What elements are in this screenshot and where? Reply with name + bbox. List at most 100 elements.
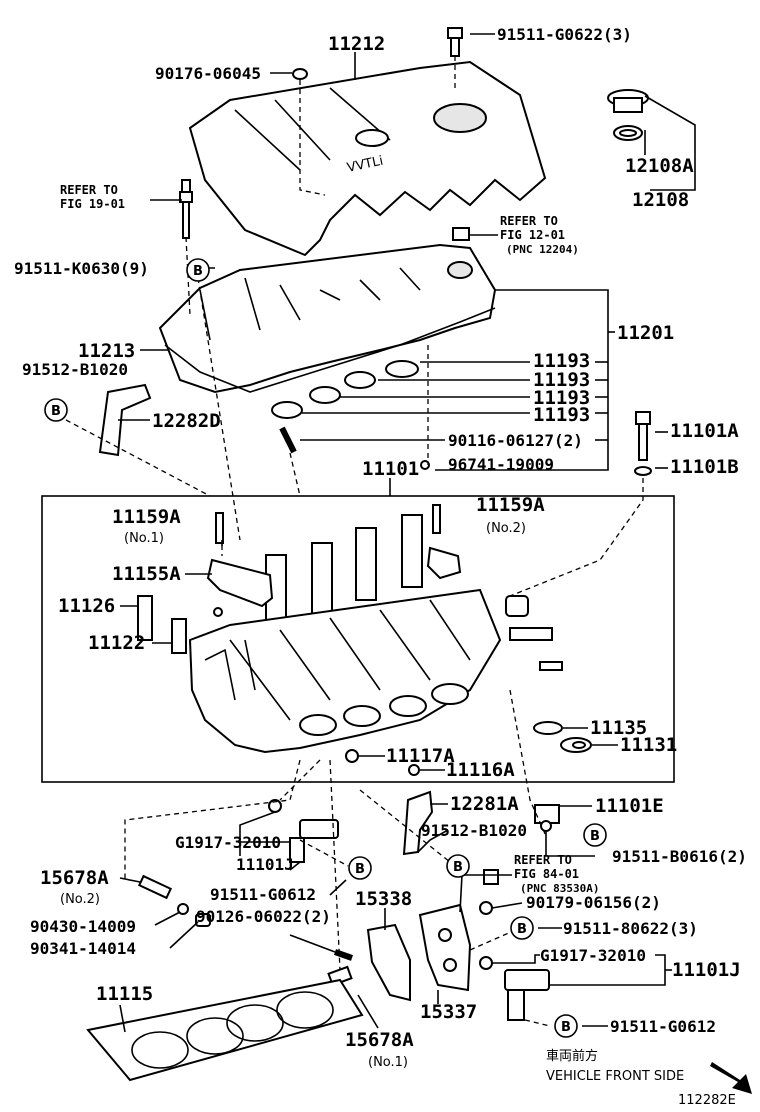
sensor-15678A-no2-icon	[137, 874, 173, 900]
stud-90179-icon	[479, 901, 493, 915]
cylinder-head-subassembly-frame	[41, 495, 675, 783]
o-ring-96741-icon	[420, 460, 430, 470]
label-15338: 15338	[355, 888, 412, 910]
label-fig-code: 112282E	[678, 1093, 736, 1108]
circle-b-2: B	[51, 404, 61, 419]
label-11193-d: 11193	[533, 404, 590, 426]
label-no1-a: (No.1)	[124, 531, 164, 546]
bracket-12281A-icon	[402, 790, 434, 856]
circle-b-6: B	[517, 922, 527, 937]
label-90179-06156: 90179-06156(2)	[526, 893, 661, 912]
vehicle-front-arrow-icon	[710, 1062, 752, 1094]
cylinder-head-cover-11212: VVTLi	[188, 60, 547, 257]
circle-b-3: B	[590, 829, 600, 844]
label-11201: 11201	[617, 322, 674, 344]
label-15337: 15337	[420, 1001, 477, 1023]
label-11131: 11131	[620, 734, 677, 756]
cylinder-head-body	[188, 588, 502, 754]
part-number-labels: 11212 91511-G0622(3) 90176-06045 12108A …	[14, 25, 747, 1108]
label-11135: 11135	[590, 717, 647, 739]
cylinder-head-cover-11201	[158, 227, 497, 394]
bolt-11159A-no1-icon	[215, 512, 224, 544]
label-96741-19009: 96741-19009	[448, 455, 554, 474]
oil-pipe-icon	[509, 627, 553, 641]
spark-plug-tubes	[265, 514, 423, 626]
label-11193-c: 11193	[533, 387, 590, 409]
label-91511-G0612-right: 91511-G0612	[610, 1017, 716, 1036]
label-91512-B1020-bottom: 91512-B1020	[421, 821, 527, 840]
stud-refer-fig19-icon	[179, 179, 193, 239]
label-90430-14009: 90430-14009	[30, 917, 136, 936]
label-front-jp: 車両前方	[546, 1048, 598, 1064]
bearing-cap-no2-icon	[426, 546, 462, 580]
plug-90341-icon	[195, 913, 211, 927]
pin-icon	[539, 661, 563, 671]
label-11212: 11212	[328, 33, 385, 55]
nut-90176-icon	[292, 68, 308, 160]
label-11159A-no1: 11159A	[112, 506, 181, 528]
label-no2-b: (No.2)	[60, 892, 100, 907]
gasket-15338-icon	[366, 923, 411, 1002]
head-gasket-11115-icon	[86, 978, 364, 1082]
bracket-12282D-icon	[98, 383, 152, 457]
bolt-11159A-no2-icon	[432, 504, 441, 534]
stud-90116-icon	[279, 426, 297, 454]
cover-15337-icon	[418, 903, 472, 992]
circle-b-1: B	[193, 264, 203, 279]
label-no2-a: (No.2)	[486, 521, 526, 536]
label-12108: 12108	[632, 189, 689, 211]
stud-90126-icon	[334, 949, 353, 961]
circle-b-5: B	[355, 862, 365, 877]
label-11213: 11213	[78, 340, 135, 362]
dowel-pin-icon	[213, 607, 223, 617]
label-90126-06022: 90126-06022(2)	[196, 907, 331, 926]
label-11193-a: 11193	[533, 350, 590, 372]
label-91511-80622: 91511-80622(3)	[563, 919, 698, 938]
label-11115: 11115	[96, 983, 153, 1005]
label-11122: 11122	[88, 632, 145, 654]
plug-11116A-icon	[408, 764, 420, 776]
label-refer-fig12-line2: FIG 12-01	[500, 228, 565, 242]
label-91511-G0612-left: 91511-G0612	[210, 885, 316, 904]
label-11193-b: 11193	[533, 369, 590, 391]
bearing-cap-11155A-icon	[206, 558, 274, 608]
label-91512-B1020-top: 91512-B1020	[22, 360, 128, 379]
label-11155A: 11155A	[112, 563, 181, 585]
label-11101: 11101	[362, 458, 419, 480]
label-11116A: 11116A	[446, 759, 515, 781]
label-91511-G0622: 91511-G0622(3)	[497, 25, 632, 44]
label-91511-K0630: 91511-K0630(9)	[14, 259, 149, 278]
washer-90430-icon	[177, 903, 189, 915]
label-11101J-right: 11101J	[672, 959, 741, 981]
label-90116-06127: 90116-06127(2)	[448, 431, 583, 450]
plug-11117A-icon	[345, 749, 359, 763]
label-90341-14014: 90341-14014	[30, 939, 136, 958]
sensor-refer-fig84-icon	[483, 869, 499, 885]
dashed-assembly-lines	[65, 160, 644, 1027]
cover-brand-text: VVTLi	[346, 154, 385, 176]
label-refer-fig12-line1: REFER TO	[500, 214, 558, 228]
label-refer-fig19-line1: REFER TO	[60, 183, 118, 197]
label-refer-fig19-line2: FIG 19-01	[60, 197, 125, 211]
oil-control-valve-11101J-left-icon	[268, 799, 339, 863]
label-refer-fig84-line2: FIG 84-01	[514, 867, 579, 881]
label-11101A: 11101A	[670, 420, 739, 442]
oil-control-valve-11101J-right-icon	[479, 956, 550, 1021]
label-11101J-left: 11101J	[236, 855, 294, 874]
label-G1917-32010-right: G1917-32010	[540, 946, 646, 965]
label-no1-b: (No.1)	[368, 1055, 408, 1070]
label-refer-fig84-line1: REFER TO	[514, 853, 572, 867]
label-12281A: 12281A	[450, 793, 519, 815]
label-15678A-no1: 15678A	[345, 1029, 414, 1051]
label-11126: 11126	[58, 595, 115, 617]
label-15678A-no2: 15678A	[40, 867, 109, 889]
gasket-11193-set	[271, 360, 419, 419]
oil-filler-cap-12108-icon	[607, 89, 649, 141]
label-91511-B0616: 91511-B0616(2)	[612, 847, 747, 866]
label-90176-06045: 90176-06045	[155, 64, 261, 83]
label-refer-fig84-line3: (PNC 83530A)	[520, 882, 599, 895]
bolt-91511-G0622-icon	[447, 27, 463, 92]
circle-b-4: B	[453, 860, 463, 875]
